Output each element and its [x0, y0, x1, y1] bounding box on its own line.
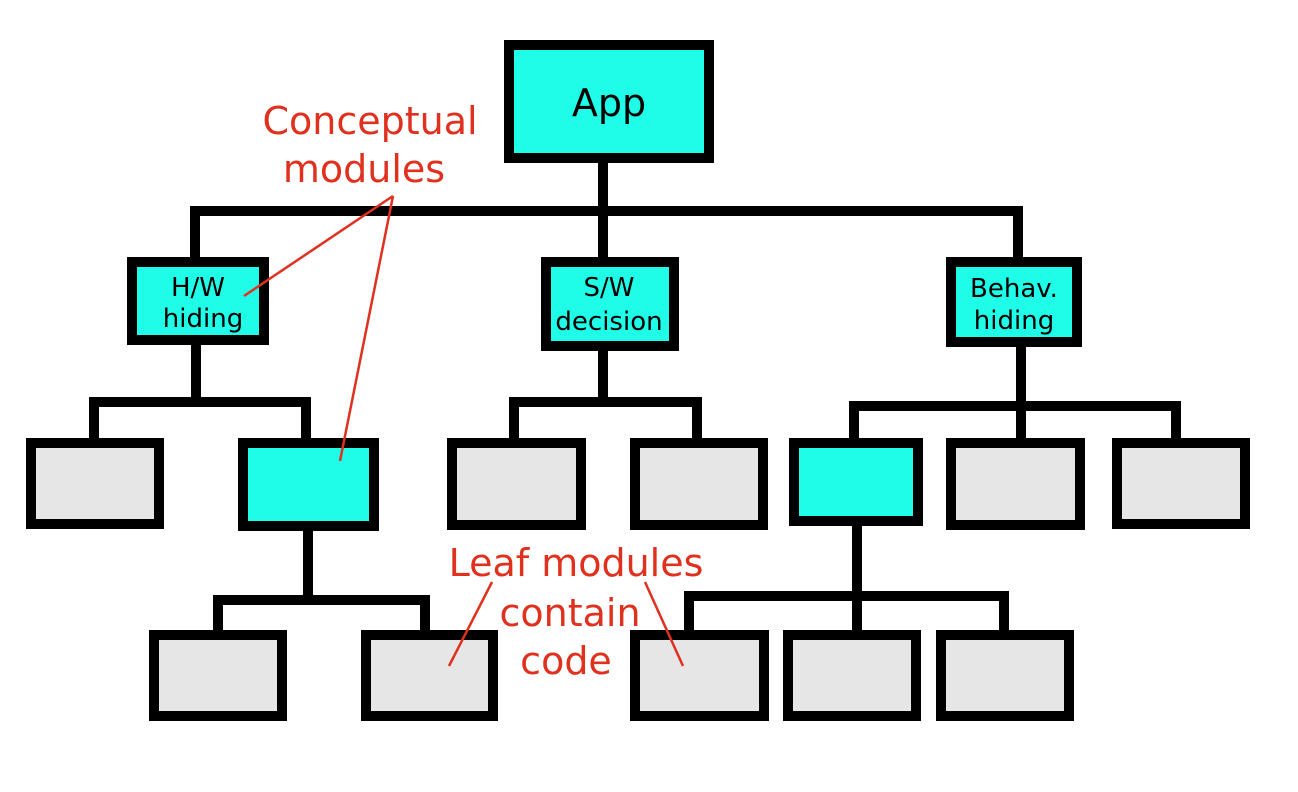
node-hw-hiding-line2: hiding [163, 304, 243, 334]
connector-root-to-level1 [190, 158, 1023, 262]
node-behav-hiding [946, 257, 1082, 347]
leaf-module [630, 630, 769, 721]
leaf-module [630, 438, 768, 530]
node-app-label: App [572, 81, 646, 125]
leaf-module [361, 630, 498, 721]
pointer-conceptual-to-hw [243, 194, 394, 298]
node-behav-hiding-line2: hiding [974, 306, 1054, 336]
leaf-module [783, 630, 921, 721]
node-sw-decision-line1: S/W [584, 273, 635, 303]
leaf-module [26, 438, 164, 529]
connector-concept-a-to-leaves [213, 526, 430, 635]
node-app [504, 40, 714, 163]
conceptual-module [238, 438, 379, 531]
connector-behav-to-children [849, 342, 1181, 443]
connector-concept-b-to-leaves [684, 521, 1009, 635]
pointer-conceptual-to-module [338, 195, 395, 462]
leaf-module [447, 438, 586, 530]
node-sw-decision [541, 257, 679, 351]
annotation-conceptual-line1: Conceptual [262, 99, 477, 143]
node-sw-decision-line2: decision [555, 307, 662, 337]
annotation-pointer-lines [243, 194, 685, 667]
connector-lines [89, 158, 1181, 635]
connector-sw-to-children [509, 346, 702, 443]
node-hw-hiding-line1: H/W [171, 273, 225, 303]
leaf-module [149, 630, 287, 721]
leaf-module [936, 630, 1074, 721]
pointer-leaf-left [447, 581, 494, 667]
annotation-leaf-line1: Leaf modules [449, 541, 704, 585]
pointer-leaf-right [643, 581, 685, 667]
node-behav-hiding-line1: Behav. [970, 274, 1058, 304]
annotation-conceptual-line2: modules [283, 147, 445, 191]
annotation-leaf-line3: code [520, 639, 612, 683]
node-hw-hiding [127, 257, 269, 345]
leaf-module [1112, 438, 1250, 529]
conceptual-module [789, 438, 923, 526]
leaf-module [946, 438, 1085, 530]
annotation-leaf-line2: contain [499, 591, 640, 635]
connector-hw-to-children [89, 340, 311, 443]
